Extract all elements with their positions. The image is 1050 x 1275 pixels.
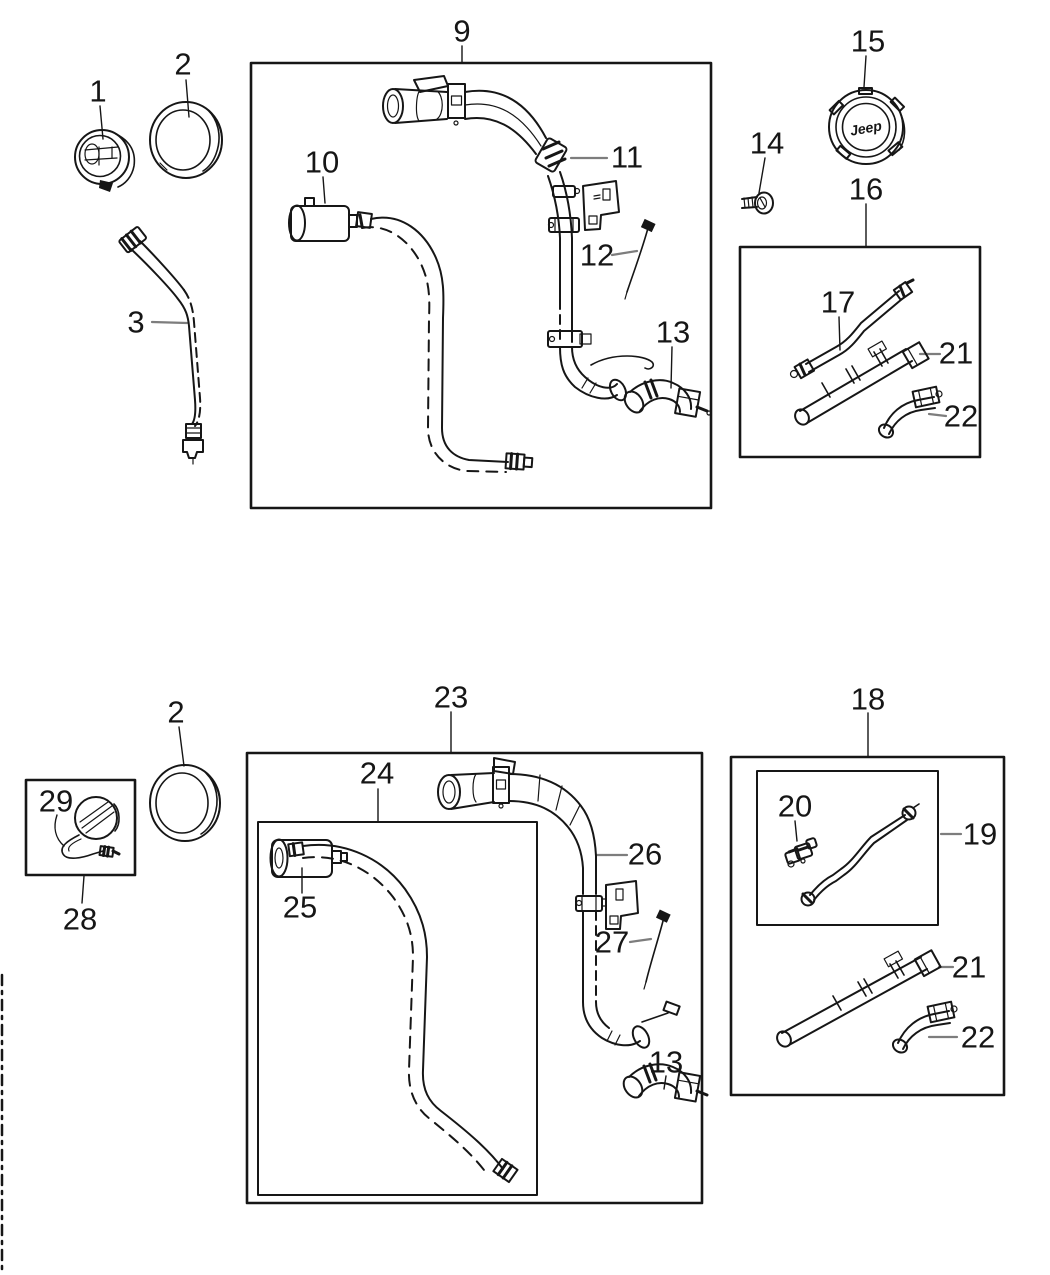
- callout-2-top: 2: [174, 46, 192, 82]
- callout-17: 17: [820, 284, 856, 320]
- callout-28: 28: [62, 901, 98, 937]
- box-9-filler-tube-kit: [249, 61, 713, 510]
- callout-2-bottom: 2: [167, 694, 185, 730]
- callout-21-bottom: 21: [951, 949, 987, 985]
- callout-27: 27: [594, 924, 630, 960]
- box-28-tethered-cap-kit: [24, 778, 137, 877]
- box-18-tube-kit: [729, 755, 1006, 1097]
- callout-22-bottom: 22: [960, 1019, 996, 1055]
- part-22-filler-hose-bottom: [891, 1000, 958, 1054]
- part-13-filler-hose-bottom: [622, 1062, 709, 1103]
- part-20-check-valve: [784, 837, 818, 868]
- part-19-vent-tube: [800, 803, 920, 907]
- part-10-vapor-canister: [288, 197, 373, 242]
- callout-12: 12: [579, 237, 615, 273]
- part-10-canister-hose: [361, 216, 534, 473]
- callout-26: 26: [627, 836, 663, 872]
- part-21-filler-tube-bottom: [776, 949, 942, 1048]
- callout-16: 16: [848, 171, 884, 207]
- callout-29: 29: [38, 783, 74, 819]
- leader-lines: [54, 45, 963, 1090]
- part-15-jeep-fuel-cap: Jeep: [828, 87, 906, 165]
- part-27-cable-tie: [643, 909, 671, 990]
- part-9-filler-tube-assembly: [382, 75, 655, 402]
- callout-10: 10: [304, 144, 340, 180]
- callout-13-top: 13: [655, 314, 691, 350]
- box-16-tube-kit: [738, 245, 982, 459]
- part-12-cable-tie: [624, 218, 656, 300]
- callout-25: 25: [282, 889, 318, 925]
- box-24-canister-hose-kit: [257, 821, 538, 1196]
- callout-3: 3: [127, 304, 145, 340]
- part-17-vent-tube-kit: [789, 278, 915, 380]
- jeep-logo-text: Jeep: [849, 117, 884, 138]
- part-24-canister-hose: [287, 841, 519, 1184]
- callout-18: 18: [850, 681, 886, 717]
- part-29-tethered-cap: [61, 796, 121, 859]
- box-23-filler-tube-kit: [245, 751, 704, 1205]
- callout-19: 19: [962, 816, 998, 852]
- callout-15: 15: [850, 23, 886, 59]
- part-1-fuel-cap: [74, 129, 136, 192]
- part-3-vent-hose: [118, 226, 204, 465]
- part-23-filler-tube-assembly: [437, 757, 681, 1049]
- part-2-bezel-bottom: [149, 764, 221, 842]
- callout-14: 14: [749, 125, 785, 161]
- callout-22-top: 22: [943, 398, 979, 434]
- callout-20: 20: [777, 788, 813, 824]
- box-19-inner-kit: [756, 770, 939, 926]
- callout-21-top: 21: [938, 335, 974, 371]
- part-21-filler-tube-top: [794, 340, 930, 426]
- callout-1: 1: [89, 73, 107, 109]
- part-2-bezel-top: [149, 101, 223, 179]
- callout-24: 24: [359, 755, 395, 791]
- part-13-filler-hose-top: [623, 378, 712, 418]
- callout-9: 9: [453, 13, 471, 49]
- part-25-vapor-canister: [269, 838, 348, 878]
- callout-23: 23: [433, 679, 469, 715]
- callout-13-bottom: 13: [648, 1044, 684, 1080]
- callout-11: 11: [610, 139, 644, 175]
- part-14-screw: [741, 191, 774, 215]
- part-22-filler-hose-top: [877, 385, 943, 439]
